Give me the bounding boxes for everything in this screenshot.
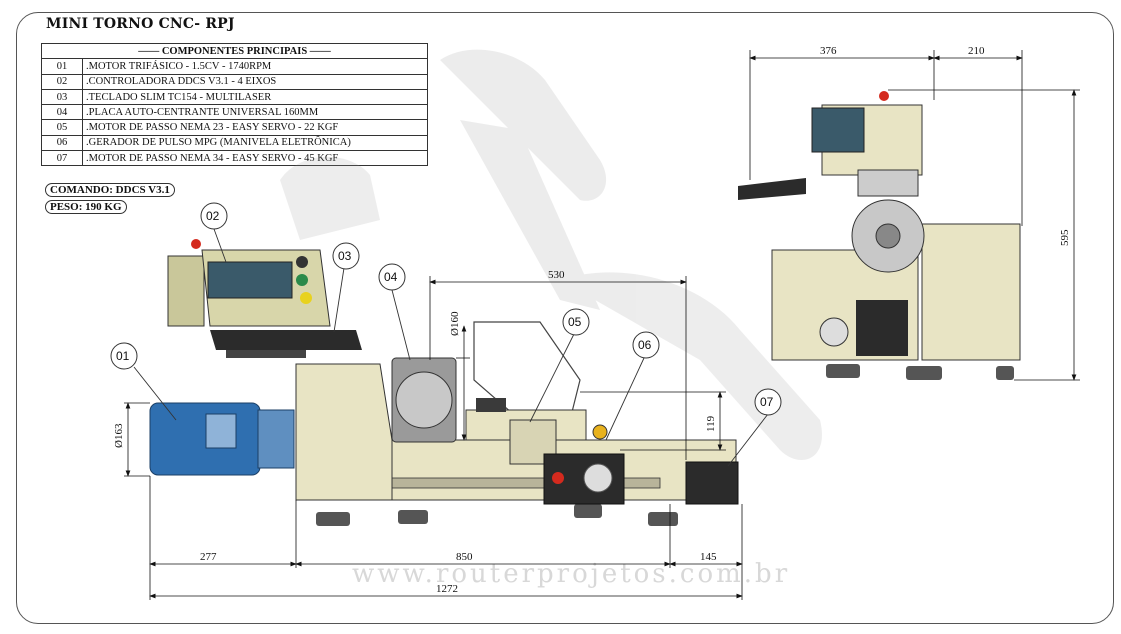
front-nema34 bbox=[856, 300, 908, 356]
motor-terminal-box bbox=[205, 413, 237, 449]
dim-210: 210 bbox=[968, 45, 985, 57]
foot bbox=[826, 364, 860, 378]
front-chuck-center bbox=[875, 223, 901, 249]
control-knob bbox=[296, 274, 308, 286]
table-row: 04.PLACA AUTO-CENTRANTE UNIVERSAL 160MM bbox=[41, 104, 428, 121]
dim-850: 850 bbox=[456, 551, 473, 563]
svg-text:05: 05 bbox=[568, 315, 582, 329]
tool-post bbox=[476, 398, 506, 412]
foot bbox=[906, 366, 942, 380]
dimension-lines bbox=[124, 50, 1080, 600]
svg-text:07: 07 bbox=[760, 395, 774, 409]
nema34-motor bbox=[685, 461, 739, 505]
balloon-03: 03 bbox=[332, 242, 360, 270]
front-spindle-housing bbox=[857, 169, 919, 197]
foot bbox=[398, 510, 428, 524]
svg-text:01: 01 bbox=[116, 349, 130, 363]
mpg-handwheel bbox=[583, 463, 613, 493]
front-keyboard bbox=[738, 178, 806, 200]
dim-chuck-diameter: Ø160 bbox=[449, 311, 461, 336]
balloon-02: 02 bbox=[200, 202, 228, 230]
drawing-title: MINI TORNO CNC- RPJ bbox=[46, 16, 235, 32]
foot bbox=[648, 512, 678, 526]
spindle-motor bbox=[149, 402, 261, 476]
estop-button bbox=[552, 472, 564, 484]
control-knob bbox=[300, 292, 312, 304]
motor-flange bbox=[257, 409, 295, 469]
front-handwheel bbox=[819, 317, 849, 347]
dim-376: 376 bbox=[820, 45, 837, 57]
dim-119: 119 bbox=[705, 415, 717, 432]
svg-text:04: 04 bbox=[384, 270, 398, 284]
svg-text:06: 06 bbox=[638, 338, 652, 352]
estop-button bbox=[879, 91, 889, 101]
control-knob bbox=[296, 256, 308, 268]
table-row: 07.MOTOR DE PASSO NEMA 34 - EASY SERVO -… bbox=[41, 150, 428, 167]
dim-1272: 1272 bbox=[436, 583, 458, 595]
balloons: 01 02 03 04 05 06 07 bbox=[110, 202, 782, 416]
foot bbox=[316, 512, 350, 526]
keyboard-mount bbox=[226, 350, 306, 358]
controller-screen bbox=[207, 261, 293, 299]
peso-label: PESO: 190 KG bbox=[45, 200, 127, 214]
balloon-06: 06 bbox=[632, 331, 660, 359]
svg-text:02: 02 bbox=[206, 209, 220, 223]
foot bbox=[574, 504, 602, 518]
table-row: 01.MOTOR TRIFÁSICO - 1.5CV - 1740RPM bbox=[41, 58, 428, 75]
balloon-07: 07 bbox=[754, 388, 782, 416]
controller-housing-side bbox=[167, 255, 205, 327]
components-table: —— COMPONENTES PRINCIPAIS —— 01.MOTOR TR… bbox=[41, 42, 428, 167]
svg-text:03: 03 bbox=[338, 249, 352, 263]
dim-277: 277 bbox=[200, 551, 217, 563]
dim-145: 145 bbox=[700, 551, 717, 563]
front-motor-cover bbox=[921, 223, 1021, 361]
comando-label: COMANDO: DDCS V3.1 bbox=[45, 183, 175, 197]
balloon-leaders bbox=[133, 228, 769, 467]
front-controller-screen bbox=[811, 107, 865, 153]
balloon-01: 01 bbox=[110, 342, 138, 370]
headstock bbox=[295, 363, 393, 501]
mpg-yellow-knob bbox=[592, 424, 608, 440]
dim-595: 595 bbox=[1059, 229, 1071, 246]
lathe-front-view bbox=[738, 91, 1021, 380]
background-robot-arm bbox=[280, 49, 822, 460]
watermark-text: www.routerprojetos.com.br bbox=[352, 559, 790, 589]
foot bbox=[996, 366, 1014, 380]
balloon-04: 04 bbox=[378, 263, 406, 291]
keyboard bbox=[210, 330, 362, 350]
chuck-face bbox=[395, 371, 453, 429]
dim-motor-diameter: Ø163 bbox=[113, 423, 125, 448]
estop-button bbox=[191, 239, 201, 249]
balloon-05: 05 bbox=[562, 308, 590, 336]
dim-530: 530 bbox=[548, 269, 565, 281]
